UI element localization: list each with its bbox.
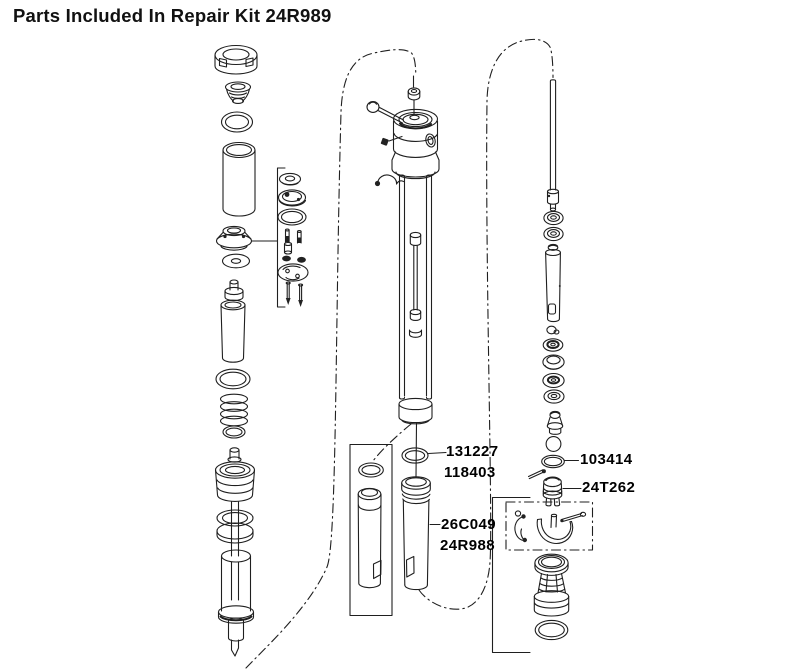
washer-stack <box>543 210 564 242</box>
clamp-strap <box>536 513 574 544</box>
intake-valve <box>542 476 563 507</box>
callout-intake-valve: 24T262 <box>582 479 636 496</box>
valve-detail-bracket <box>251 167 286 308</box>
leader-131227 <box>427 451 447 455</box>
clip-detail-box <box>505 501 594 551</box>
upper-cylinder <box>222 141 256 217</box>
spring-clip <box>514 510 527 543</box>
callout-foot-valve-oring: 103414 <box>580 451 633 468</box>
top-oring <box>220 111 254 133</box>
cotter-pin <box>527 469 546 480</box>
clip-pin <box>560 511 587 523</box>
center-line <box>415 422 418 478</box>
backup-washer <box>543 389 565 404</box>
piston-gland <box>542 354 565 370</box>
cap-nut <box>407 87 421 116</box>
flat-washer <box>221 253 251 269</box>
ball <box>545 436 562 452</box>
piston-rod <box>546 79 560 212</box>
callout-cylinder-sleeve-1: 26C049 <box>441 516 496 533</box>
throat-seal <box>224 81 252 104</box>
pump-valve-head <box>391 108 440 180</box>
bolt <box>366 101 405 124</box>
foot-valve-housing <box>533 590 570 617</box>
callout-cylinder-sleeve-2: 24R988 <box>440 537 495 554</box>
foot-valve-oring <box>541 454 565 469</box>
small-oring <box>222 425 246 439</box>
lower-cylinder <box>217 549 255 657</box>
foot-valve-bottom-oring <box>534 619 569 641</box>
upper-piston-rod <box>220 279 246 363</box>
cylinder-base-collar <box>398 397 433 425</box>
displacement-cylinder-sleeve <box>401 476 431 591</box>
cylinder-cap <box>214 44 258 75</box>
callout-throat-oring-2: 118403 <box>444 464 496 481</box>
seal-washer <box>542 372 565 389</box>
foot-valve-cage <box>537 572 567 594</box>
page-title: Parts Included In Repair Kit 24R989 <box>13 5 332 26</box>
packing-stack <box>216 501 254 557</box>
piston-housing <box>214 447 256 502</box>
piston-valve-body <box>215 225 253 251</box>
piston-valve-tube <box>545 243 561 323</box>
sleeve-detail-box <box>349 443 393 617</box>
valve-detail-parts <box>277 172 309 307</box>
set-screw <box>380 135 403 146</box>
spring <box>219 393 249 427</box>
ball-guide-washer <box>542 338 564 352</box>
small-ring <box>546 325 560 335</box>
foot-valve-seat-ring <box>534 553 569 576</box>
oring-position-leader <box>372 423 412 462</box>
displacement-pump-cylinder <box>398 174 433 400</box>
piston-check-valve <box>546 410 564 435</box>
detail-balloon-middle <box>245 49 417 669</box>
large-oring <box>215 368 251 390</box>
throat-oring <box>401 447 429 464</box>
foot-valve-bracket <box>491 496 531 654</box>
detail-balloon-right <box>418 38 554 610</box>
callout-throat-oring-1: 131227 <box>446 443 499 460</box>
